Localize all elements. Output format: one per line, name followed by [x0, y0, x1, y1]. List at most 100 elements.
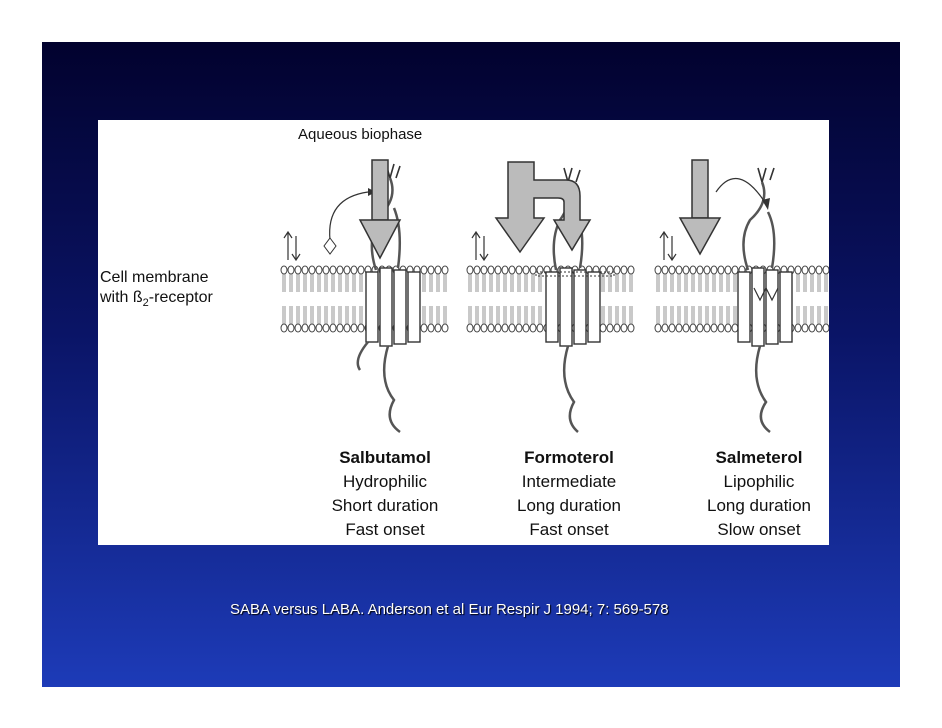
lipid-tail	[436, 306, 440, 324]
lipid-head	[627, 323, 635, 333]
lipid-head	[466, 265, 474, 275]
lipid-head	[301, 323, 309, 333]
lipid-tail	[670, 306, 674, 324]
lipid-tail	[656, 306, 660, 324]
drug-name: Salbutamol	[339, 448, 431, 467]
lipid-head	[434, 323, 442, 333]
lipid-head	[301, 265, 309, 275]
lipid-head	[689, 265, 697, 275]
lipid-tail	[496, 274, 500, 292]
lipid-tail	[422, 306, 426, 324]
lipid-tail	[517, 306, 521, 324]
lipid-head	[599, 265, 607, 275]
lipid-head	[724, 265, 732, 275]
lipid-head	[815, 265, 823, 275]
lipid-tail	[443, 306, 447, 324]
lipid-tail	[615, 306, 619, 324]
drug-onset: Fast onset	[345, 520, 425, 539]
lipid-head	[682, 265, 690, 275]
lipid-head	[280, 265, 288, 275]
lipid-head	[724, 323, 732, 333]
formoterol-receptor	[545, 267, 601, 347]
lipid-head	[343, 265, 351, 275]
lipid-head	[682, 323, 690, 333]
lipid-head	[522, 323, 530, 333]
lipid-tail	[282, 306, 286, 324]
salmeterol-panel	[659, 159, 793, 433]
lipid-tail	[719, 306, 723, 324]
lipid-tail	[608, 306, 612, 324]
lipid-head	[613, 265, 621, 275]
lipid-head	[536, 323, 544, 333]
lipid-tail	[282, 274, 286, 292]
receptor-figure: Aqueous biophase Cell membrane with ß2-r…	[98, 120, 829, 545]
lipid-tail	[331, 274, 335, 292]
salmeterol-extracellular-ligand	[757, 167, 775, 183]
lipid-head	[661, 323, 669, 333]
lipid-tail	[475, 274, 479, 292]
lipid-head	[350, 265, 358, 275]
lipid-tail	[615, 274, 619, 292]
drug-duration: Long duration	[707, 496, 811, 515]
lipid-tail	[824, 274, 828, 292]
lipid-head	[322, 323, 330, 333]
lipid-tail	[663, 306, 667, 324]
lipid-head	[420, 323, 428, 333]
drug-name: Formoterol	[524, 448, 614, 467]
lipid-head	[627, 265, 635, 275]
lipid-head	[427, 265, 435, 275]
lipid-head	[675, 265, 683, 275]
lipid-tail	[691, 274, 695, 292]
lipid-tail	[289, 306, 293, 324]
lipid-head	[350, 323, 358, 333]
lipid-head	[668, 323, 676, 333]
drug-property: Hydrophilic	[342, 472, 428, 491]
lipid-tail	[482, 306, 486, 324]
lipid-head	[480, 323, 488, 333]
lipid-tail	[719, 274, 723, 292]
lipid-tail	[712, 306, 716, 324]
lipid-head	[703, 323, 711, 333]
salbutamol-panel	[283, 159, 421, 434]
lipid-head	[703, 265, 711, 275]
lipid-tail	[601, 274, 605, 292]
lipid-tail	[698, 306, 702, 324]
lipid-tail	[608, 274, 612, 292]
salmeterol-small-arrows	[659, 230, 677, 262]
lipid-head	[294, 265, 302, 275]
salbutamol-receptor	[365, 267, 421, 347]
salbutamol-info: Salbutamol Hydrophilic Short duration Fa…	[290, 446, 480, 542]
lipid-head	[606, 265, 614, 275]
lipid-tail	[289, 274, 293, 292]
salmeterol-arrow-head	[678, 217, 722, 256]
cell-membrane-label: Cell membrane with ß2-receptor	[100, 268, 213, 313]
lipid-tail	[359, 274, 363, 292]
lipid-tail	[429, 306, 433, 324]
salbutamol-arrow-shaft	[371, 159, 389, 221]
lipid-tail	[803, 274, 807, 292]
lipid-head	[308, 323, 316, 333]
lipid-tail	[468, 274, 472, 292]
lipid-tail	[359, 306, 363, 324]
lipid-tail	[733, 274, 737, 292]
formoterol-membrane-dots	[535, 271, 615, 277]
lipid-tail	[422, 274, 426, 292]
lipid-tail	[338, 274, 342, 292]
lipid-head	[794, 323, 802, 333]
salmeterol-receptor	[737, 267, 793, 347]
lipid-head	[599, 323, 607, 333]
lipid-tail	[303, 274, 307, 292]
lipid-head	[815, 323, 823, 333]
lipid-head	[822, 323, 829, 333]
lipid-tail	[712, 274, 716, 292]
lipid-head	[606, 323, 614, 333]
formoterol-small-arrows	[471, 230, 489, 262]
lipid-tail	[684, 306, 688, 324]
lipid-tail	[489, 306, 493, 324]
lipid-head	[329, 323, 337, 333]
lipid-tail	[475, 306, 479, 324]
lipid-tail	[310, 306, 314, 324]
lipid-head	[536, 265, 544, 275]
salbutamol-curved-arrow	[329, 191, 369, 241]
lipid-head	[480, 265, 488, 275]
